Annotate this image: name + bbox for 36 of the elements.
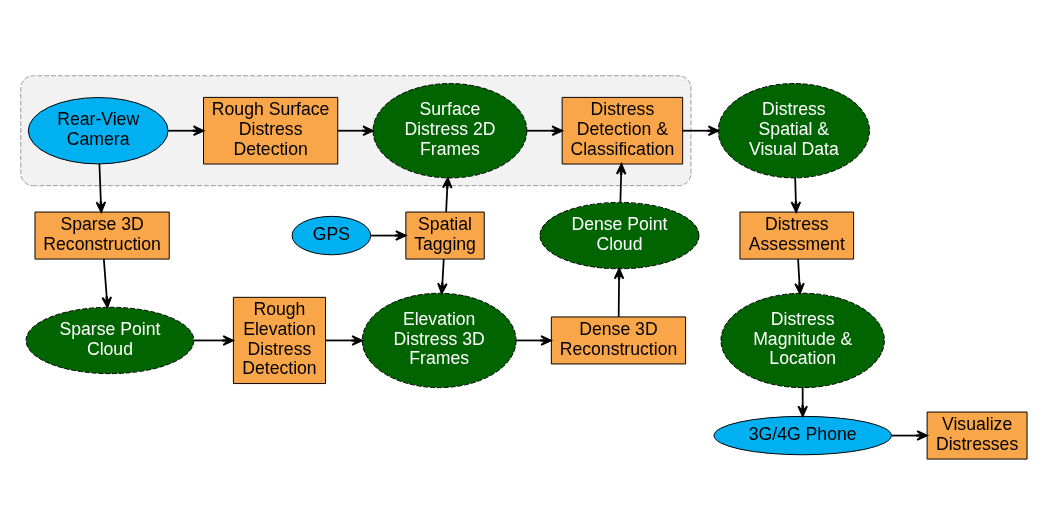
arrow — [167, 124, 205, 136]
arrow — [613, 267, 625, 318]
node-box: Sparse 3D Reconstruction — [34, 211, 170, 260]
arrow — [890, 429, 928, 441]
arrow — [797, 386, 808, 417]
node-ellipse: Distress Magnitude & Location — [720, 292, 885, 388]
node-ellipse: Sparse Point Cloud — [25, 306, 195, 374]
arrow — [442, 176, 453, 213]
node-box: Rough Elevation Distress Detection — [232, 296, 326, 384]
arrow — [615, 162, 627, 203]
arrow — [370, 229, 407, 241]
arrow — [193, 334, 234, 346]
cluster — [20, 74, 692, 186]
arrow — [515, 334, 552, 346]
arrow — [437, 257, 448, 294]
node-box: Rough Surface Distress Detection — [203, 96, 339, 164]
node-box: Spatial Tagging — [405, 211, 485, 260]
node-ellipse: GPS — [291, 215, 372, 255]
node-ellipse: 3G/4G Phone — [713, 415, 892, 455]
node-box: Distress Assessment — [739, 211, 855, 260]
node-ellipse: Distress Spatial & Visual Data — [717, 82, 870, 178]
node-ellipse: Dense Point Cloud — [539, 201, 700, 269]
arrow — [324, 334, 363, 346]
node-ellipse: Elevation Distress 3D Frames — [361, 292, 517, 388]
node-box: Visualize Distresses — [926, 411, 1028, 460]
arrow — [101, 257, 112, 308]
arrow — [95, 162, 107, 213]
arrow — [681, 124, 720, 136]
arrow — [790, 176, 802, 213]
arrow — [526, 124, 563, 136]
node-ellipse: Surface Distress 2D Frames — [372, 82, 528, 178]
arrow — [337, 124, 374, 136]
node-box: Dense 3D Reconstruction — [550, 315, 687, 364]
node-box: Distress Detection & Classification — [561, 96, 684, 164]
arrow — [794, 257, 805, 294]
node-ellipse: Rear-View Camera — [27, 96, 169, 164]
